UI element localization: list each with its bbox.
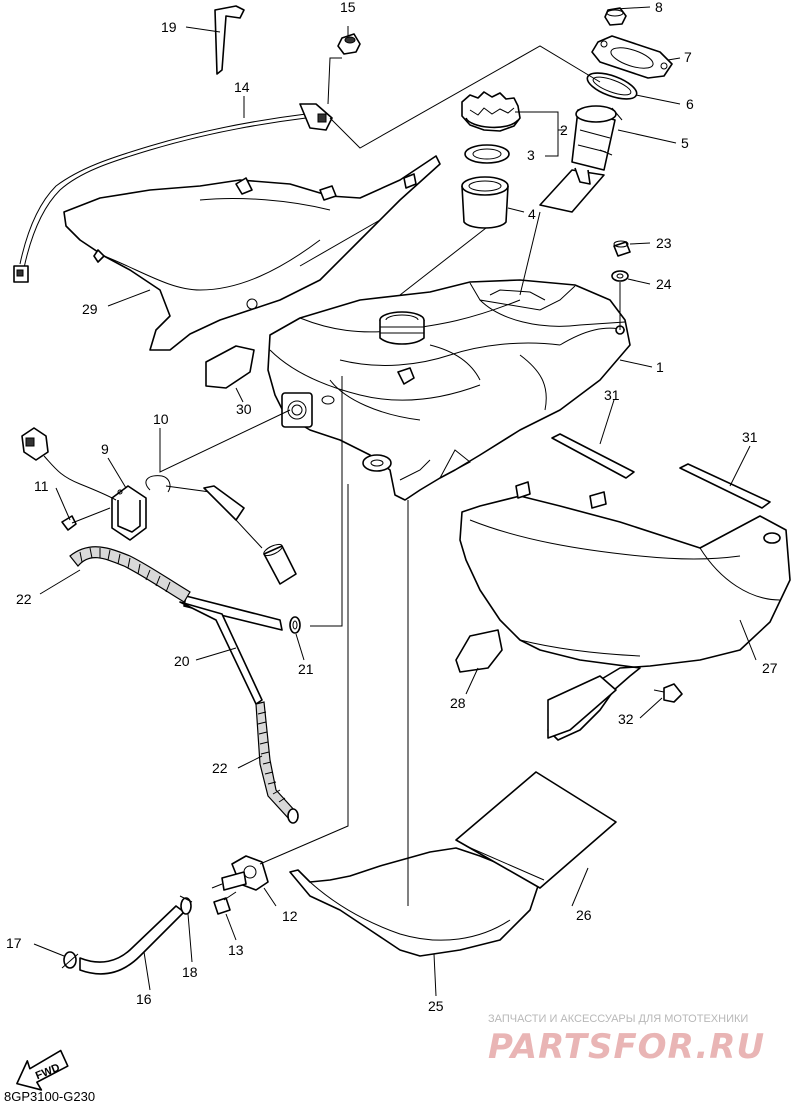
protector-tube-upper[interactable] — [69, 546, 191, 603]
callout-9: 9 — [101, 441, 109, 457]
callout-28: 28 — [450, 695, 466, 711]
protector-tube-lower[interactable] — [255, 701, 299, 824]
callout-2: 2 — [560, 122, 568, 138]
callout-17: 17 — [6, 935, 22, 951]
callout-21: 21 — [298, 661, 314, 677]
callout-32: 32 — [618, 711, 634, 727]
fuel-cock[interactable] — [211, 855, 269, 891]
callout-6: 6 — [686, 96, 694, 112]
callout-4: 4 — [528, 206, 536, 222]
leader-lines — [33, 6, 757, 997]
callout-1: 1 — [656, 359, 664, 375]
watermark-subtitle: ЗАПЧАСТИ И АКСЕССУАРЫ ДЛЯ МОТОТЕХНИКИ — [488, 1013, 748, 1025]
fuel-cap[interactable] — [461, 91, 521, 132]
heat-insulator[interactable] — [455, 771, 617, 889]
callout-15: 15 — [340, 0, 356, 15]
callout-14: 14 — [234, 79, 250, 95]
callout-3: 3 — [527, 147, 535, 163]
fuel-level-sensor[interactable] — [145, 475, 297, 585]
breather-hose[interactable] — [179, 595, 283, 705]
filler-collar[interactable] — [461, 176, 509, 229]
fuel-hose[interactable] — [79, 905, 185, 975]
callout-26: 26 — [576, 907, 592, 923]
sender-wiring-connector[interactable] — [21, 427, 117, 501]
hose-clamp-21[interactable] — [289, 616, 301, 634]
watermark-brand: PARTSFOR.RU — [488, 1027, 765, 1067]
callout-12: 12 — [282, 908, 298, 924]
callout-24: 24 — [656, 276, 672, 292]
bolt-13[interactable] — [213, 891, 237, 915]
wire-harness[interactable] — [13, 103, 333, 283]
callout-10: 10 — [153, 411, 169, 427]
fwd-arrow: FWD — [16, 1049, 69, 1091]
callout-18: 18 — [182, 964, 198, 980]
callout-23: 23 — [656, 235, 672, 251]
bolt-32[interactable] — [653, 683, 683, 703]
callout-22-upper: 22 — [16, 591, 32, 607]
cap-gasket[interactable] — [464, 144, 510, 164]
hose-clamp-18[interactable] — [179, 895, 193, 915]
callout-16: 16 — [136, 991, 152, 1007]
callout-5: 5 — [681, 135, 689, 151]
callout-8: 8 — [655, 0, 663, 15]
side-cover-right[interactable] — [459, 481, 791, 741]
callout-11: 11 — [34, 478, 49, 494]
callout-31-a: 31 — [604, 387, 620, 403]
cover-pad-28[interactable] — [455, 629, 503, 673]
callout-13: 13 — [228, 942, 244, 958]
callout-20: 20 — [174, 653, 190, 669]
seal-strip-a[interactable] — [551, 433, 635, 479]
callout-7: 7 — [684, 49, 692, 65]
watermark: ЗАПЧАСТИ И АКСЕССУАРЫ ДЛЯ МОТОТЕХНИКИ PA… — [488, 1013, 765, 1067]
callout-30: 30 — [236, 401, 252, 417]
callout-19: 19 — [161, 19, 177, 35]
nut[interactable] — [604, 7, 627, 26]
diagram-code: 8GP3100-G230 — [4, 1089, 95, 1104]
pump-retainer-plate[interactable] — [591, 35, 673, 79]
hose-clamp-17[interactable] — [61, 951, 79, 969]
fuel-pump[interactable] — [539, 105, 623, 213]
callout-29: 29 — [82, 301, 98, 317]
clip-15[interactable] — [337, 33, 361, 55]
cable-tie[interactable] — [214, 5, 245, 75]
callout-27: 27 — [762, 660, 778, 676]
cover-pad-30[interactable] — [205, 345, 255, 389]
callout-22-lower: 22 — [212, 760, 228, 776]
callout-25: 25 — [428, 998, 444, 1014]
washer[interactable] — [611, 270, 629, 282]
callout-31-b: 31 — [742, 429, 758, 445]
fuel-sender-unit[interactable] — [111, 485, 147, 541]
seal-strip-b[interactable] — [679, 463, 771, 509]
damper[interactable] — [613, 240, 631, 257]
fuel-tank[interactable] — [267, 279, 631, 501]
side-cover-left[interactable] — [63, 155, 441, 351]
callout-labels: 1 2 3 4 5 6 7 8 9 10 11 12 13 14 15 16 1… — [6, 0, 778, 1014]
